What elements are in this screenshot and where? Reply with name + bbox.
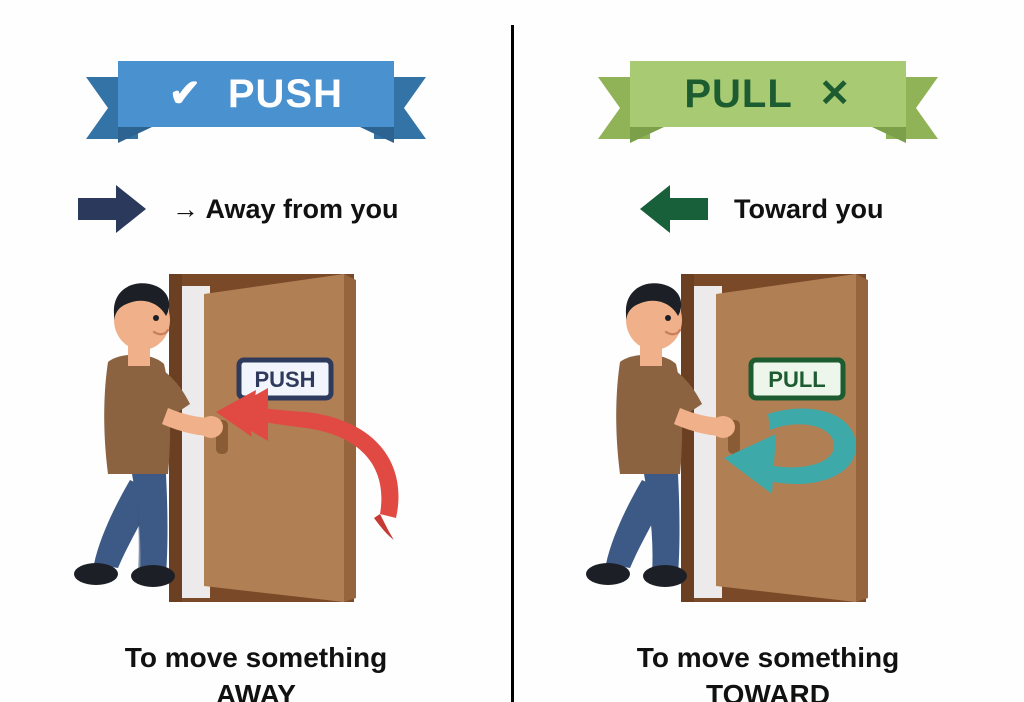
pull-direction-row: Toward you (512, 178, 1024, 240)
pull-caption: To move something TOWARD (512, 640, 1024, 702)
person-pulling-door-illustration: PULL (568, 268, 968, 608)
door-slab (716, 274, 856, 602)
door-edge (856, 274, 868, 602)
push-ribbon-label: PUSH (227, 71, 343, 116)
pull-caption-line1: To move something (636, 642, 900, 673)
hand (199, 416, 223, 438)
door-pull-sign: PULL (748, 357, 846, 401)
pull-ribbon-label: PULL (684, 71, 793, 116)
person-figure (74, 283, 223, 587)
person-figure (586, 283, 735, 587)
shoe-front (643, 565, 687, 587)
ribbon-body (118, 61, 394, 127)
hair (113, 283, 170, 320)
block-arrow-right-icon (78, 185, 146, 233)
curved-arrow-toward-icon (724, 408, 857, 494)
door-pull-sign-text: PULL (768, 367, 825, 392)
push-ribbon: ✔ PUSH (86, 55, 426, 145)
pull-panel: PULL ✕ Toward you PULL (512, 0, 1024, 702)
cross-mark-icon: ✕ (818, 73, 852, 115)
curved-arrow-away-icon (216, 388, 399, 540)
push-direction-row: → Away from you (0, 178, 512, 240)
eye (665, 315, 671, 321)
sleeve (658, 364, 702, 416)
check-mark-icon: ✔ (169, 73, 202, 115)
ribbon-body (630, 61, 906, 127)
pull-direction-text: Toward you (734, 193, 884, 224)
door-frame-left (681, 274, 694, 602)
hand (711, 416, 735, 438)
shoe-front (131, 565, 175, 587)
leg-front (132, 474, 168, 574)
pull-caption-line2: TOWARD (706, 678, 830, 702)
eye (153, 315, 159, 321)
push-caption: To move something AWAY (0, 640, 512, 702)
ribbon-fold-right (360, 127, 394, 143)
push-panel: ✔ PUSH → Away from you (0, 55, 512, 702)
leg-front (644, 474, 680, 574)
ribbon-content: PULL ✕ (630, 61, 906, 127)
ribbon-fold-right (872, 127, 906, 143)
ribbon-content: ✔ PUSH (118, 61, 394, 127)
block-arrow-left-icon (640, 185, 708, 233)
mouth (664, 328, 682, 336)
door-slab (204, 274, 344, 602)
person-pushing-door-illustration: PUSH (56, 268, 456, 608)
panel-divider (511, 25, 514, 702)
push-scene-svg: PUSH (74, 274, 399, 602)
ribbon-fold-left (118, 127, 152, 143)
mouth (152, 328, 170, 336)
push-direction-text: → Away from you (172, 193, 399, 224)
push-caption-line1: To move something (124, 642, 388, 673)
door-push-sign-text: PUSH (254, 367, 315, 392)
door-push-sign: PUSH (236, 357, 334, 401)
door-frame-left (169, 274, 182, 602)
shoe-back (74, 563, 118, 585)
hair (625, 283, 682, 320)
sleeve (146, 364, 190, 416)
shoe-back (586, 563, 630, 585)
pull-scene-svg: PULL (586, 274, 868, 602)
pull-ribbon: PULL ✕ (598, 55, 938, 145)
push-caption-line2: AWAY (216, 678, 296, 702)
ribbon-fold-left (630, 127, 664, 143)
